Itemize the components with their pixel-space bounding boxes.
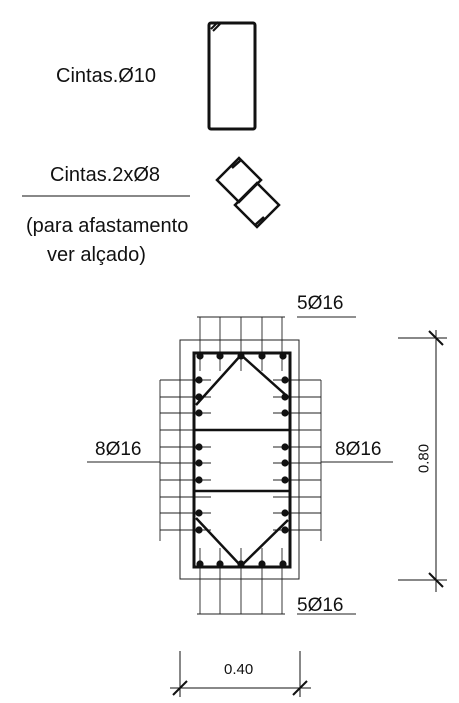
rebar-bar — [196, 560, 204, 568]
rebar-bar — [281, 393, 289, 401]
rebar-bar — [195, 393, 203, 401]
rebar-bar — [281, 526, 289, 534]
rebar-bar — [237, 352, 245, 360]
rebar-bar — [281, 409, 289, 417]
rebar-bar — [281, 476, 289, 484]
label-leaders — [87, 316, 393, 615]
rebar-bar — [281, 509, 289, 517]
rebar-bar — [196, 352, 204, 360]
single-stirrup-symbol — [207, 21, 257, 131]
rebar-bar — [258, 352, 266, 360]
rebar-bar — [195, 376, 203, 384]
inner-stirrups — [195, 353, 289, 568]
concrete-outline — [179, 339, 300, 580]
rebar-reference-lines — [159, 316, 322, 615]
rebar-bar — [258, 560, 266, 568]
rebar-bar — [195, 476, 203, 484]
rebar-bar — [279, 352, 287, 360]
stirrup-single-label: Cintas.Ø10 — [56, 65, 157, 87]
rebar-bar — [195, 443, 203, 451]
rebar-bar — [195, 459, 203, 467]
rebar-bar — [216, 352, 224, 360]
width-dimension-label: 0.40 — [224, 661, 254, 678]
rebar-bar — [281, 459, 289, 467]
rebar-bar — [281, 443, 289, 451]
double-stirrup-symbol — [215, 156, 281, 229]
stirrup-double-label: Cintas.2xØ8 — [50, 164, 161, 186]
bars-right-label: 8Ø16 — [335, 439, 382, 460]
bars-top-label: 5Ø16 — [297, 293, 344, 314]
rebar-bar — [281, 376, 289, 384]
rebar-bar — [195, 526, 203, 534]
bars-bottom-label: 5Ø16 — [297, 595, 344, 616]
note-line-2: ver alçado) — [47, 244, 146, 266]
rebar-bar — [279, 560, 287, 568]
rebar-bar — [195, 509, 203, 517]
rebar-dots — [195, 352, 289, 568]
rebar-bar — [195, 409, 203, 417]
rebar-bar — [237, 560, 245, 568]
height-dimension-label: 0.80 — [415, 443, 433, 474]
width-dimension — [170, 651, 311, 697]
height-dimension — [398, 330, 447, 592]
bars-left-label: 8Ø16 — [95, 439, 142, 460]
note-line-1: (para afastamento — [26, 215, 189, 237]
rebar-bar — [216, 560, 224, 568]
